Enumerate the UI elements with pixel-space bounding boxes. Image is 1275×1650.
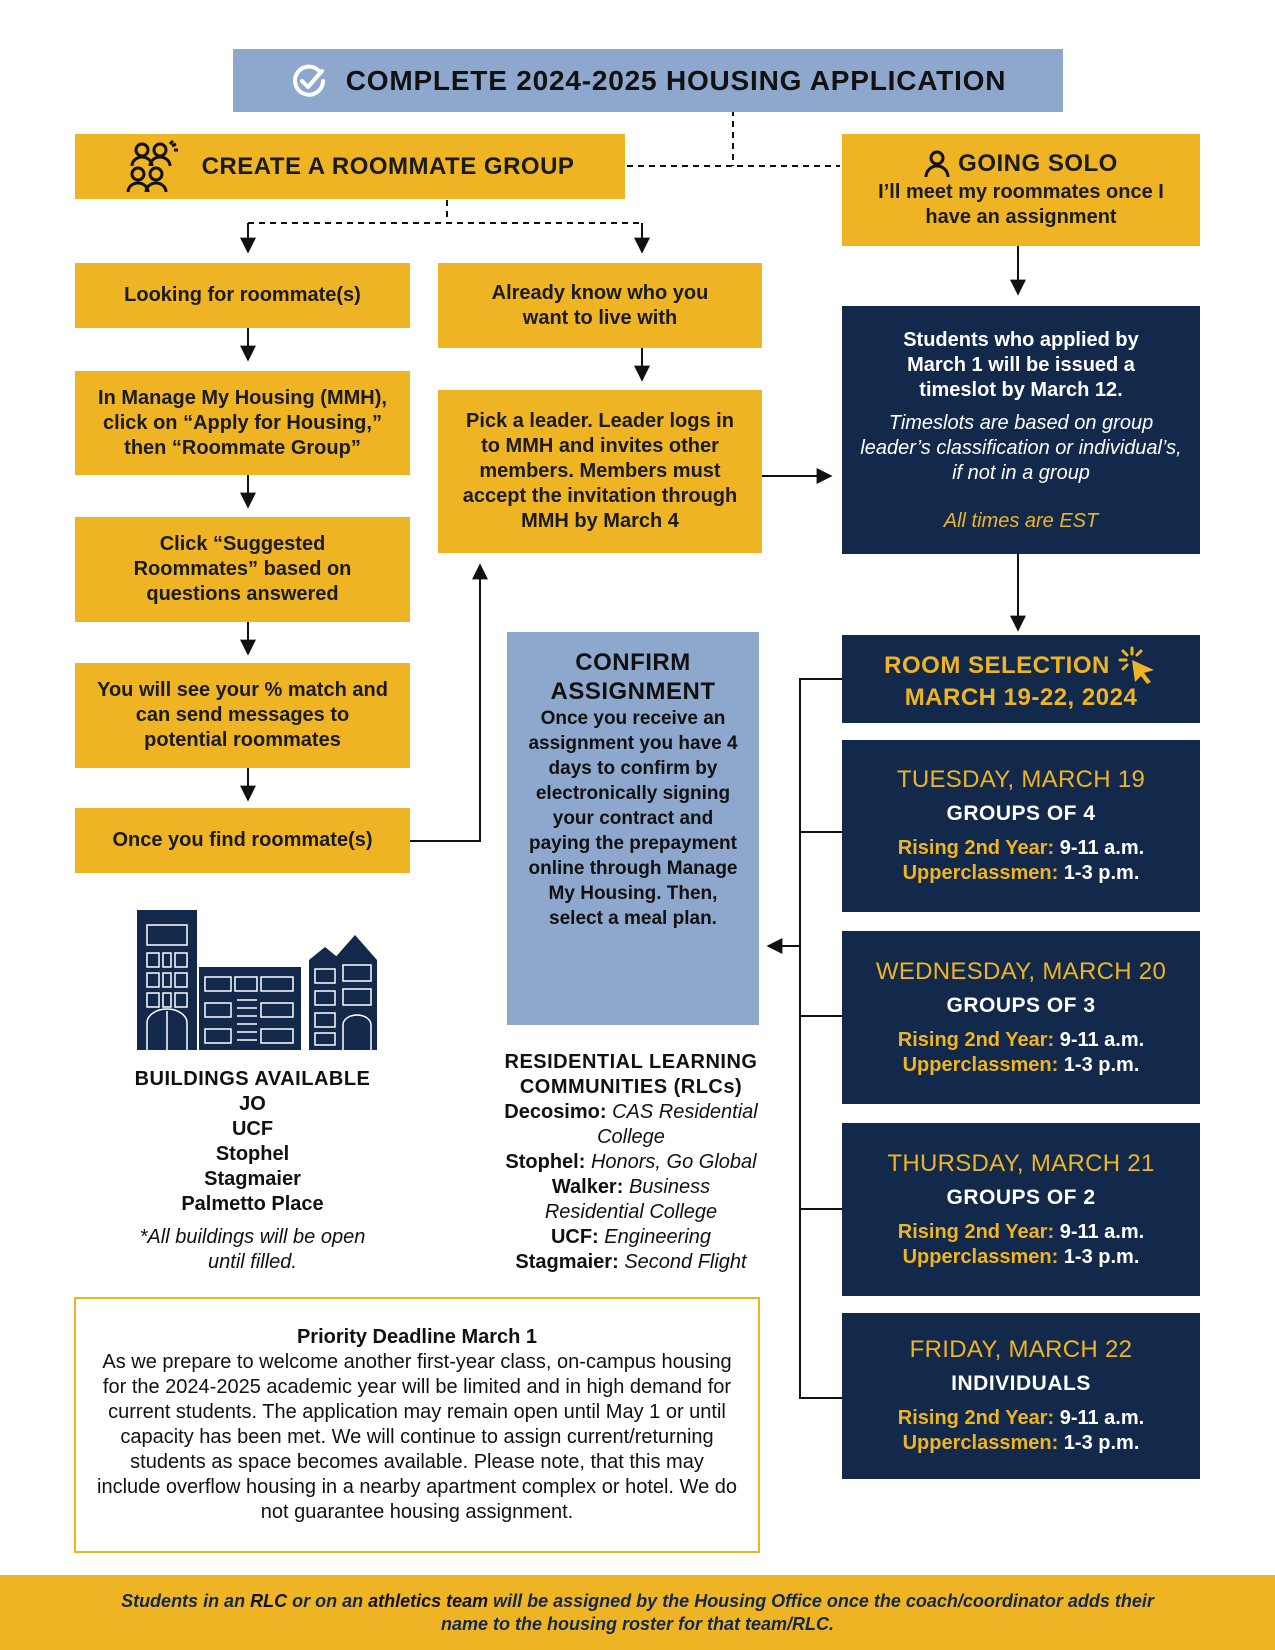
upper-label: Upperclassmen: xyxy=(902,1053,1059,1076)
room-selection-dates: MARCH 19-22, 2024 xyxy=(904,684,1138,711)
rlc-desc: Second Flight xyxy=(624,1251,747,1273)
rlc-desc: Engineering xyxy=(604,1226,712,1248)
roommate-group-header: CREATE A ROOMMATE GROUP xyxy=(75,134,625,199)
building-item: Stophel xyxy=(215,1143,290,1165)
page-title: COMPLETE 2024-2025 HOUSING APPLICATION xyxy=(345,64,1007,96)
looking-for-roommates-step: Looking for roommate(s) xyxy=(75,263,410,328)
rlc-name: Walker: xyxy=(551,1176,624,1198)
timeslot-issue-text: Students who applied by March 1 will be … xyxy=(903,328,1139,401)
going-solo-box: GOING SOLO I’ll meet my roommates once I… xyxy=(842,134,1200,246)
suggested-roommates-step: Click “Suggested Roommates” based on que… xyxy=(75,517,410,622)
rlc-heading: RESIDENTIAL LEARNING COMMUNITIES (RLCs) xyxy=(504,1051,758,1098)
rlc-item: Decosimo: CAS Residential College xyxy=(480,1100,782,1150)
footer-text-2: or on an xyxy=(287,1590,369,1611)
day-box-wednesday: WEDNESDAY, MARCH 20 GROUPS OF 3 Rising 2… xyxy=(842,931,1200,1104)
rlc-name: Stagmaier: xyxy=(515,1251,619,1273)
rising-time: 9-11 a.m. xyxy=(1059,1220,1145,1243)
match-messages-step: You will see your % match and can send m… xyxy=(75,663,410,768)
upper-time: 1-3 p.m. xyxy=(1063,862,1140,884)
day-date: THURSDAY, MARCH 21 xyxy=(887,1149,1155,1177)
day-box-thursday: THURSDAY, MARCH 21 GROUPS OF 2 Rising 2n… xyxy=(842,1123,1200,1296)
click-cursor-icon xyxy=(1118,646,1154,684)
buildings-note: *All buildings will be open until filled… xyxy=(139,1226,366,1273)
rlc-desc: Honors, Go Global xyxy=(590,1151,757,1173)
day-group-size: INDIVIDUALS xyxy=(951,1372,1091,1395)
footer-rlc: RLC xyxy=(250,1590,288,1611)
buildings-heading: BUILDINGS AVAILABLE xyxy=(134,1068,371,1090)
rlc-name: UCF: xyxy=(550,1226,599,1248)
rising-time: 9-11 a.m. xyxy=(1059,1407,1145,1429)
already-know-step: Already know who you want to live with xyxy=(438,263,762,348)
rlc-item: Stophel: Honors, Go Global xyxy=(480,1150,782,1175)
rising-label: Rising 2nd Year: xyxy=(897,837,1055,859)
upper-label: Upperclassmen: xyxy=(902,1432,1059,1454)
upper-time: 1-3 p.m. xyxy=(1063,1432,1140,1454)
check-circle-icon xyxy=(292,64,325,97)
timezone-note: All times are EST xyxy=(943,509,1099,532)
going-solo-subtext: I’ll meet my roommates once I have an as… xyxy=(878,181,1164,228)
rlc-desc: Business Residential College xyxy=(544,1176,718,1223)
day-group-size: GROUPS OF 2 xyxy=(946,1185,1096,1209)
priority-heading: Priority Deadline March 1 xyxy=(296,1326,538,1348)
rising-time: 9-11 a.m. xyxy=(1059,1028,1145,1051)
person-icon xyxy=(924,150,950,178)
buildings-section: BUILDINGS AVAILABLE JO UCF Stophel Stagm… xyxy=(100,1067,405,1275)
pick-leader-step: Pick a leader. Leader logs in to MMH and… xyxy=(438,390,762,553)
footer-text-1: Students in an xyxy=(121,1590,251,1611)
room-selection-header: ROOM SELECTION MARCH 19-22, 2024 xyxy=(842,635,1200,723)
confirm-heading: CONFIRM ASSIGNMENT xyxy=(550,649,716,705)
day-date: TUESDAY, MARCH 19 xyxy=(896,766,1146,793)
rlc-item: Stagmaier: Second Flight xyxy=(480,1250,782,1275)
upper-label: Upperclassmen: xyxy=(902,1245,1059,1268)
found-roommates-step: Once you find roommate(s) xyxy=(75,808,410,873)
footer-note: Students in an RLC or on an athletics te… xyxy=(100,1590,1175,1636)
rlc-item: UCF: Engineering xyxy=(480,1225,782,1250)
upper-time: 1-3 p.m. xyxy=(1063,1245,1140,1268)
timeslot-basis-text: Timeslots are based on group leader’s cl… xyxy=(860,411,1182,484)
building-item: Stagmaier xyxy=(204,1168,301,1190)
rising-time: 9-11 a.m. xyxy=(1059,837,1145,859)
rising-label: Rising 2nd Year: xyxy=(897,1028,1055,1051)
priority-body: As we prepare to welcome another first-y… xyxy=(97,1351,737,1523)
footer-text-3: will be assigned by the Housing Office o… xyxy=(440,1590,1154,1634)
group-people-icon xyxy=(126,139,178,192)
rlc-name: Decosimo: xyxy=(504,1101,607,1123)
day-box-tuesday: TUESDAY, MARCH 19 GROUPS OF 4 Rising 2nd… xyxy=(842,740,1200,912)
room-selection-title: ROOM SELECTION xyxy=(884,652,1110,679)
going-solo-heading: GOING SOLO xyxy=(958,150,1118,177)
building-item: JO xyxy=(239,1093,266,1115)
footer-athletics: athletics team xyxy=(368,1590,489,1611)
buildings-illustration xyxy=(137,910,377,1050)
rlc-item: Walker: Business Residential College xyxy=(480,1175,782,1225)
mmh-apply-step: In Manage My Housing (MMH), click on “Ap… xyxy=(75,371,410,475)
application-banner: COMPLETE 2024-2025 HOUSING APPLICATION xyxy=(233,49,1063,112)
day-group-size: GROUPS OF 3 xyxy=(946,993,1096,1017)
rlc-name: Stophel: xyxy=(505,1151,586,1173)
day-group-size: GROUPS OF 4 xyxy=(946,802,1096,825)
upper-time: 1-3 p.m. xyxy=(1063,1053,1140,1076)
footer-banner: Students in an RLC or on an athletics te… xyxy=(0,1575,1275,1650)
day-date: FRIDAY, MARCH 22 xyxy=(909,1336,1133,1363)
upper-label: Upperclassmen: xyxy=(902,862,1059,884)
building-item: Palmetto Place xyxy=(181,1193,324,1215)
timeslot-info-box: Students who applied by March 1 will be … xyxy=(842,306,1200,554)
rising-label: Rising 2nd Year: xyxy=(897,1407,1055,1429)
roommate-group-heading: CREATE A ROOMMATE GROUP xyxy=(201,152,575,180)
building-item: UCF xyxy=(231,1118,274,1140)
confirm-assignment-box: CONFIRM ASSIGNMENT Once you receive an a… xyxy=(507,632,759,1025)
rlc-section: RESIDENTIAL LEARNING COMMUNITIES (RLCs) … xyxy=(480,1050,782,1275)
day-box-friday: FRIDAY, MARCH 22 INDIVIDUALS Rising 2nd … xyxy=(842,1313,1200,1479)
confirm-body: Once you receive an assignment you have … xyxy=(528,708,738,929)
priority-deadline-box: Priority Deadline March 1 As we prepare … xyxy=(74,1297,760,1553)
day-date: WEDNESDAY, MARCH 20 xyxy=(875,957,1167,985)
rlc-desc: CAS Residential College xyxy=(597,1101,758,1148)
rising-label: Rising 2nd Year: xyxy=(897,1220,1055,1243)
